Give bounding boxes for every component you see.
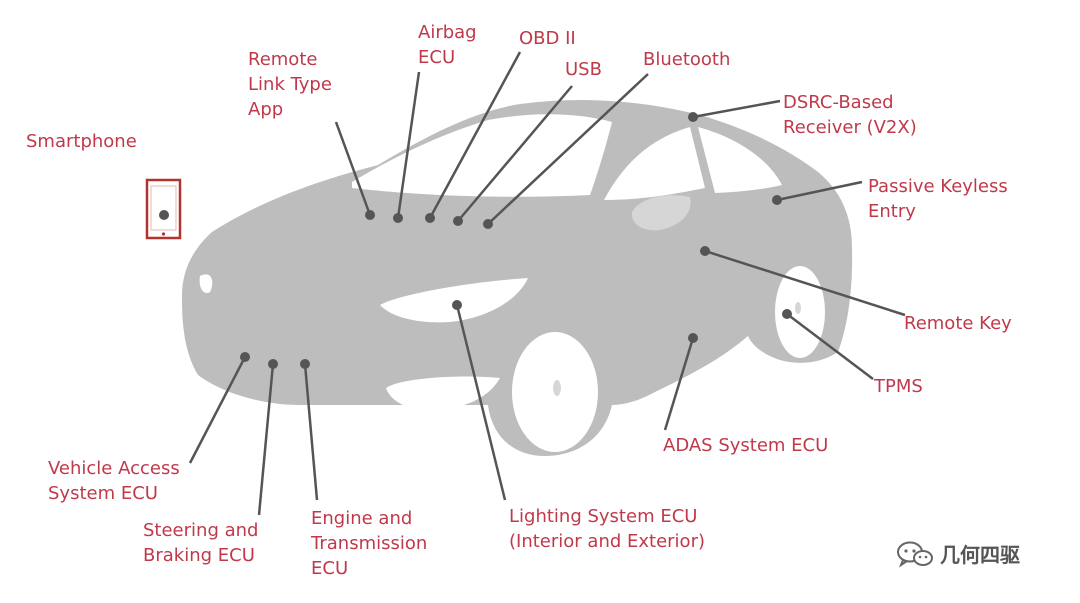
leader-remote-key [704, 249, 906, 317]
dot-bluetooth [483, 219, 493, 229]
label-bluetooth: Bluetooth [643, 49, 731, 70]
label-lighting-system-ecu: Lighting System ECU (Interior and Exteri… [509, 506, 705, 552]
label-smartphone: Smartphone [26, 131, 137, 152]
label-passive-keyless-entry: Passive Keyless Entry [868, 176, 1008, 222]
dot-remote-key [700, 246, 710, 256]
grille-slot [199, 274, 213, 294]
watermark-text: 几何四驱 [940, 543, 1020, 567]
rear-side-window [698, 127, 782, 193]
front-wheel-hub [553, 380, 561, 396]
label-usb: USB [565, 59, 602, 80]
label-remote-link-app: Remote Link Type App [248, 49, 332, 120]
leader-adas-system-ecu [663, 337, 695, 431]
leader-steering-braking-ecu [257, 363, 275, 516]
dot-usb [453, 216, 463, 226]
smartphone-screen [150, 185, 177, 231]
dot-remote-link-app [365, 210, 375, 220]
leader-passive-keyless-entry [776, 180, 863, 202]
dot-smartphone [159, 210, 169, 220]
dot-engine-transmission-ecu [300, 359, 310, 369]
side-mirror [631, 195, 691, 231]
leader-vehicle-access-system-ecu [188, 356, 247, 464]
dot-lighting-system-ecu [452, 300, 462, 310]
lower-vent [386, 376, 500, 410]
headlight [380, 278, 528, 323]
rear-wheel-hub [795, 302, 801, 314]
leader-lines [188, 51, 906, 516]
label-obd-ii: OBD II [519, 28, 576, 49]
leader-engine-transmission-ecu [303, 363, 319, 501]
dot-vehicle-access-system-ecu [240, 352, 250, 362]
windshield [352, 114, 612, 197]
dot-airbag-ecu [393, 213, 403, 223]
label-dsrc-receiver: DSRC-Based Receiver (V2X) [783, 92, 917, 138]
attack-point-dots [159, 112, 792, 369]
smartphone-home-button [161, 232, 166, 236]
leader-bluetooth [487, 73, 649, 225]
leader-obd-ii [428, 51, 522, 219]
label-engine-transmission-ecu: Engine and Transmission ECU [311, 508, 428, 579]
leader-remote-link-app [334, 121, 372, 216]
front-side-window [604, 127, 705, 200]
label-adas-system-ecu: ADAS System ECU [663, 435, 829, 456]
label-airbag-ecu: Airbag ECU [418, 22, 477, 68]
leader-airbag-ecu [396, 71, 421, 219]
dot-adas-system-ecu [688, 333, 698, 343]
dot-obd-ii [425, 213, 435, 223]
label-vehicle-access-system-ecu: Vehicle Access System ECU [48, 458, 180, 504]
dot-steering-braking-ecu [268, 359, 278, 369]
label-remote-key: Remote Key [904, 313, 1012, 334]
dot-dsrc-receiver [688, 112, 698, 122]
label-steering-braking-ecu: Steering and Braking ECU [143, 520, 259, 566]
leader-lighting-system-ecu [455, 304, 507, 501]
dot-passive-keyless-entry [772, 195, 782, 205]
label-tpms: TPMS [874, 376, 923, 397]
leader-usb [457, 85, 573, 222]
wechat-icon [897, 541, 933, 568]
leader-dsrc-receiver [692, 99, 781, 119]
dot-tpms [782, 309, 792, 319]
leader-tpms [786, 313, 874, 380]
